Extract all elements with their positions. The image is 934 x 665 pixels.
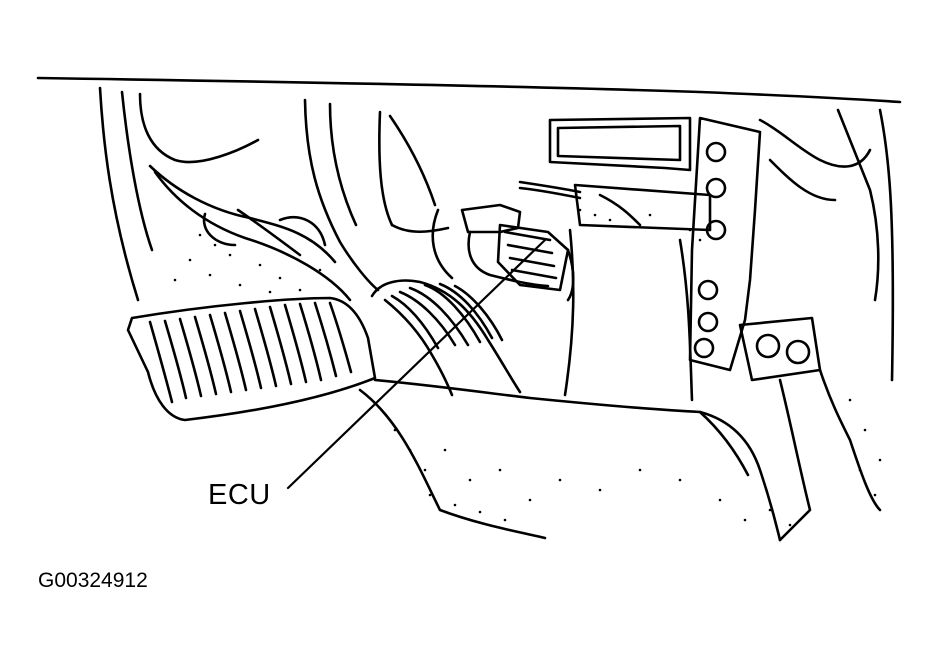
stipple-texture [173, 208, 882, 527]
ecu-module-drawing [460, 180, 582, 302]
right-dash-panel [548, 116, 712, 402]
brake-pedal-drawing [370, 279, 522, 397]
figure-id-label: G00324912 [38, 569, 148, 592]
ecu-callout-label: ECU [208, 479, 271, 511]
right-trim [758, 108, 895, 542]
side-bracket [688, 116, 822, 382]
floor-line [358, 378, 782, 542]
left-side-panel [98, 86, 352, 302]
dash-edge-line [36, 76, 902, 104]
ecu-leader-line [286, 238, 547, 490]
center-trim [303, 98, 454, 292]
accelerator-pedal-drawing [126, 296, 377, 422]
